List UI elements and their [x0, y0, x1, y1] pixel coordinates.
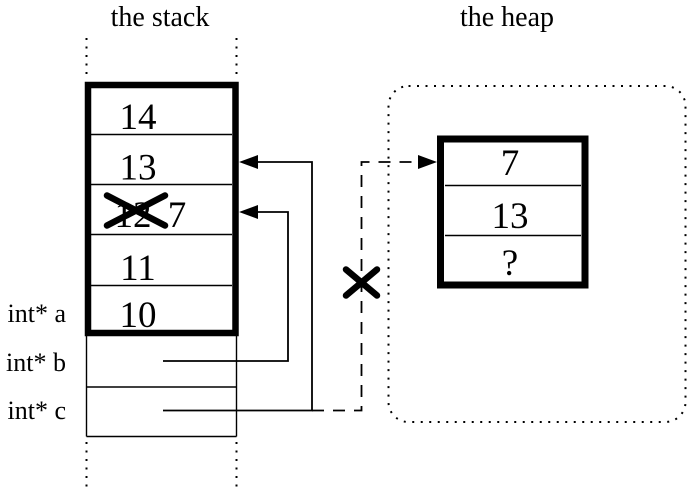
stack-cell-dividers	[91, 133, 232, 287]
pointer-b-wire	[163, 211, 289, 362]
stack-title: the stack	[111, 2, 210, 33]
heap-region-outline	[387, 85, 687, 423]
stack-frame-box	[84, 81, 239, 337]
pointer-b-arrowhead-icon	[239, 205, 258, 219]
pointer-label-b: int* b	[6, 348, 66, 377]
stack-cell-value: 13	[120, 148, 157, 189]
pointer-label-c: int* c	[8, 396, 67, 425]
pointer-c-old-arrowhead-icon	[418, 155, 437, 169]
heap-cell-dividers	[445, 184, 581, 237]
heap-cell-value: ?	[502, 243, 518, 284]
heap-cell-value: 13	[492, 196, 529, 237]
stack-pointer-slot-cells	[85, 336, 238, 438]
heap-block-box	[437, 135, 589, 289]
pointer-label-a: int* a	[8, 299, 67, 328]
stack-cell-value: 11	[120, 248, 156, 289]
invalidated-pointer-x-icon	[342, 266, 381, 299]
stack-cell-value: 14	[120, 97, 157, 138]
crossed-out-value-x-icon	[103, 192, 169, 229]
pointer-c-wire	[163, 161, 313, 412]
stack-cell-new-value: 7	[168, 195, 187, 236]
stack-cell-value: 10	[120, 295, 157, 336]
heap-cell-value: 7	[501, 143, 520, 184]
heap-title: the heap	[460, 2, 554, 33]
pointer-c-arrowhead-icon	[239, 155, 258, 169]
